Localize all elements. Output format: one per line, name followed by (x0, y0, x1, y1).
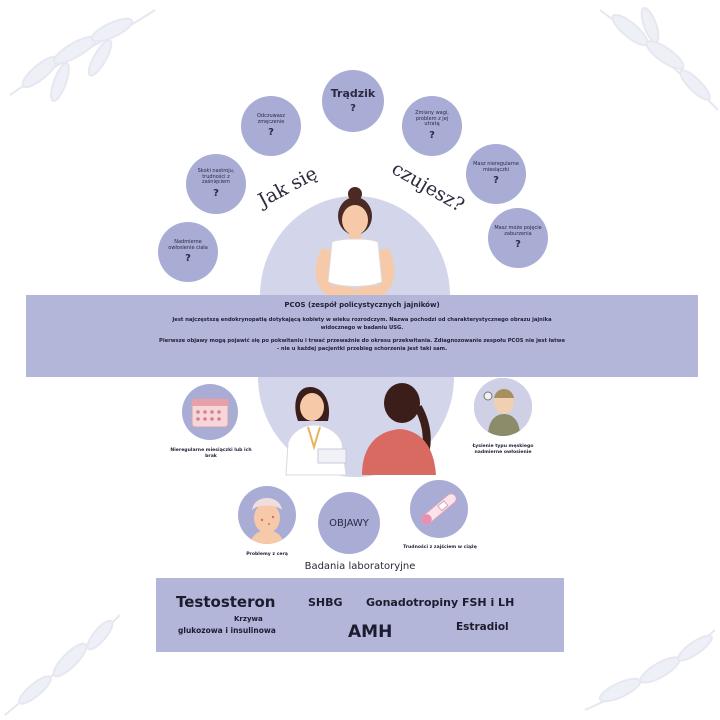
lab-krzywa-line2: glukozowa i insulinowa (178, 626, 276, 635)
leaf-decoration-bottom-left (4, 614, 121, 716)
bubble-text: Masz może pojęcie zaburzenia (494, 224, 542, 237)
leaf-decoration-bottom-right (584, 629, 716, 711)
caption-skin: Problemy z cerą (246, 552, 288, 557)
leaf-decoration-top-right (599, 6, 719, 111)
symptom-bubble-fatigue: Odczuwasz zmęczenie ? (241, 96, 301, 156)
band-line-2: widocznego w badaniu USG. (320, 325, 404, 331)
bubble-question-mark: ? (268, 127, 274, 139)
bubble-text: Masz nieregularne miesiączki (473, 160, 519, 173)
caption-hair-loss: Łysienie typu męskiego nadmierne owłosie… (472, 444, 534, 455)
bubble-text: Trądzik (330, 87, 376, 101)
bubble-question-mark: ? (515, 239, 521, 251)
lab-estradiol: Estradiol (456, 621, 509, 633)
bubble-text: Zmiany wagi, problem z jej utratą (415, 109, 449, 128)
lab-testosteron: Testosteron (176, 593, 276, 611)
symptom-bubble-acne: Trądzik ? (322, 70, 384, 132)
bubble-text: Odczuwasz zmęczenie (256, 112, 286, 125)
bubble-question-mark: ? (493, 175, 499, 187)
face-acne-icon (250, 498, 284, 544)
caption-calendar: Nieregularne miesiączki lub ich brak (170, 448, 252, 459)
calendar-circle (182, 384, 238, 440)
woman-illustration (260, 187, 450, 296)
lab-amh: AMH (348, 622, 393, 642)
pregnancy-test-circle (410, 480, 468, 538)
bubble-text: Skoki nastroju, trudności z zaśnięciem (197, 167, 235, 186)
bubble-question-mark: ? (350, 102, 356, 114)
pregnancy-test-icon (421, 493, 457, 525)
bubble-question-mark: ? (429, 130, 435, 142)
hair-loss-icon (474, 378, 532, 436)
lab-gonadotropiny: Gonadotropiny FSH i LH (366, 596, 515, 609)
band-line-3: Pierwsze objawy mogą pojawić się po pokw… (159, 338, 565, 344)
bubble-question-mark: ? (185, 253, 191, 265)
lab-tests-box: Testosteron SHBG Gonadotropiny FSH i LH … (156, 578, 564, 652)
caption-pregnancy-test: Trudności z zajściem w ciążę (403, 545, 477, 550)
bubble-text: Nadmierne owłosienie ciała (168, 238, 208, 251)
band-line-4: - nie u każdej pacjentki przebieg schorz… (276, 346, 448, 352)
lab-krzywa-line1: Krzywa (234, 615, 263, 623)
lab-shbg: SHBG (308, 596, 343, 609)
lab-heading: Badania laboratoryjne (304, 561, 416, 572)
symptom-bubble-weight: Zmiany wagi, problem z jej utratą ? (402, 96, 462, 156)
pcos-info-band: PCOS (zespół policystycznych jajników) J… (26, 295, 698, 377)
symptom-bubble-other: Masz może pojęcie zaburzenia ? (488, 208, 548, 268)
symptom-bubble-mood: Skoki nastroju, trudności z zaśnięciem ? (186, 154, 246, 214)
leaf-decoration-top-left (9, 9, 156, 102)
band-title: PCOS (zespół policystycznych jajników) (284, 301, 440, 309)
objawy-label: OBJAWY (329, 517, 369, 529)
doctor-patient-illustration (258, 377, 454, 477)
symptom-bubble-hirsutism: Nadmierne owłosienie ciała ? (158, 222, 218, 282)
band-line-1: Jest najczęstszą endokrynopatią dotykają… (172, 317, 552, 323)
symptom-bubble-irregular-periods: Masz nieregularne miesiączki ? (466, 144, 526, 204)
hair-loss-circle (474, 378, 532, 436)
skin-circle (238, 486, 296, 544)
calendar-icon (191, 398, 229, 428)
bubble-question-mark: ? (213, 188, 219, 200)
objawy-circle: OBJAWY (318, 492, 380, 554)
